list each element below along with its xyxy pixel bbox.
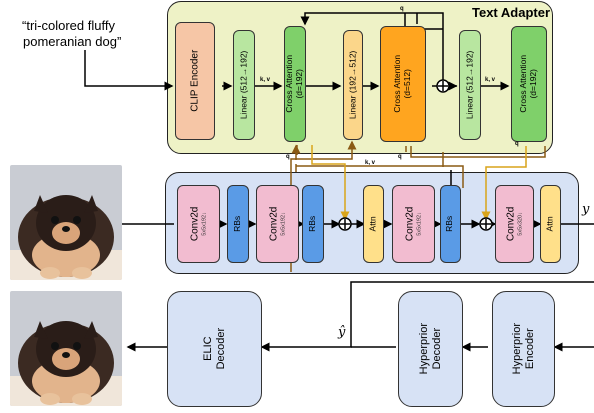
rbs-block-3: RBs	[440, 185, 461, 263]
latent-y-label: y	[582, 202, 590, 217]
cross-1-title: Cross Attention	[284, 55, 295, 113]
yhat-label: ŷ	[338, 325, 346, 340]
rbs-block-2: RBs	[302, 185, 324, 263]
conv-2-text: Conv2d 5x5x192↓	[269, 207, 287, 241]
elic-decoder-text: ELIC Decoder	[202, 328, 227, 370]
edge-label-kv-3: k, v	[365, 160, 376, 166]
hyperprior-encoder-block: Hyperprior Encoder	[492, 291, 555, 407]
cross-link-lines	[290, 140, 546, 272]
cross-attention-block-2: Cross Attention (d=512)	[380, 26, 426, 142]
hyperprior-decoder-block: Hyperprior Decoder	[398, 291, 463, 407]
conv-2-title: Conv2d	[268, 206, 280, 242]
cross-attention-block-3: Cross Attention (d=192)	[511, 26, 547, 142]
conv-3-title: Conv2d	[404, 206, 416, 242]
conv-1-title: Conv2d	[189, 206, 201, 242]
conv2d-block-4: Conv2d 5x5x320↓	[495, 185, 534, 263]
elic-line2: Decoder	[214, 328, 227, 370]
cross-2-title: Cross Attention	[392, 55, 403, 113]
clip-encoder-block: CLIP Encoder	[175, 22, 215, 140]
attn-block-1: Attn	[363, 185, 384, 263]
conv-4-text: Conv2d 5x5x320↓	[506, 207, 524, 241]
prompt-line-1: “tri-colored fluffy	[22, 18, 115, 33]
encoder-sum-icon-2	[479, 217, 493, 231]
linear-block-1: Linear (512→192)	[233, 30, 255, 140]
cross-2-param: (d=512)	[402, 69, 413, 99]
attn-2-label: Attn	[544, 216, 555, 232]
rbs-block-1: RBs	[227, 185, 249, 263]
elic-line1: ELIC	[201, 336, 214, 362]
conv-4-title: Conv2d	[505, 206, 517, 242]
rbs-1-label: RBs	[232, 215, 243, 233]
attn-block-2: Attn	[540, 185, 561, 263]
encoder-sum-icon-1	[338, 217, 352, 231]
conv-3-param: 5x5x192↓	[416, 212, 423, 236]
edge-label-q-top: q	[400, 6, 404, 12]
cross-3-param: (d=192)	[528, 69, 539, 99]
edge-label-kv-2: k, v	[485, 77, 496, 83]
conv2d-block-3: Conv2d 5x5x192↓	[392, 185, 435, 263]
conv-1-text: Conv2d 5x5x192↓	[190, 207, 208, 241]
edge-label-q-2: q	[398, 154, 402, 160]
hyper-enc-line1: Hyperprior	[510, 323, 523, 375]
conv2d-block-2: Conv2d 5x5x192↓	[256, 185, 299, 263]
adapter-sum-icon	[436, 79, 450, 93]
hyper-enc-text: Hyperprior Encoder	[511, 323, 536, 374]
linear-2-label: Linear (192→512)	[347, 50, 358, 120]
dog-illustration-output	[10, 291, 122, 406]
linear-block-2: Linear (192→512)	[343, 30, 363, 140]
conv2d-block-1: Conv2d 5x5x192↓	[177, 185, 220, 263]
adapter-flow-lines	[84, 12, 510, 91]
cross-3-title: Cross Attention	[518, 55, 529, 113]
linear-1-label: Linear (512→192)	[238, 50, 249, 120]
conv-2-param: 5x5x192↓	[280, 212, 287, 236]
decoder-flow-lines	[126, 281, 594, 352]
conv-3-text: Conv2d 5x5x192↓	[405, 207, 423, 241]
rbs-3-label: RBs	[444, 215, 455, 233]
dog-illustration-input	[10, 165, 122, 280]
linear-block-3: Linear (512→192)	[459, 30, 481, 140]
cross-attention-2-text: Cross Attention (d=512)	[392, 55, 413, 113]
text-adapter-title: Text Adapter	[472, 5, 551, 20]
input-dog-image	[10, 165, 122, 280]
hyper-dec-line2: Decoder	[430, 328, 443, 370]
conv-4-param: 5x5x320↓	[517, 212, 524, 236]
rbs-2-label: RBs	[307, 215, 318, 233]
clip-encoder-label: CLIP Encoder	[189, 49, 201, 113]
reconstructed-dog-image	[10, 291, 122, 406]
edge-label-q-3: q	[515, 141, 519, 147]
prompt-line-2: pomeranian dog”	[23, 34, 122, 49]
conv-1-param: 5x5x192↓	[201, 212, 208, 236]
linear-3-label: Linear (512→192)	[464, 50, 475, 120]
hyper-dec-text: Hyperprior Decoder	[418, 323, 443, 374]
cross-attention-1-text: Cross Attention (d=192)	[284, 55, 305, 113]
edge-label-q-1: q	[286, 154, 290, 160]
elic-decoder-block: ELIC Decoder	[167, 291, 262, 407]
hyper-dec-line1: Hyperprior	[417, 323, 430, 375]
cross-1-param: (d=192)	[294, 69, 305, 99]
cross-attention-3-text: Cross Attention (d=192)	[518, 55, 539, 113]
hyper-enc-line2: Encoder	[523, 328, 536, 370]
edge-label-kv-1: k, v	[260, 77, 271, 83]
cross-attention-block-1: Cross Attention (d=192)	[284, 26, 306, 142]
attn-1-label: Attn	[367, 216, 378, 232]
